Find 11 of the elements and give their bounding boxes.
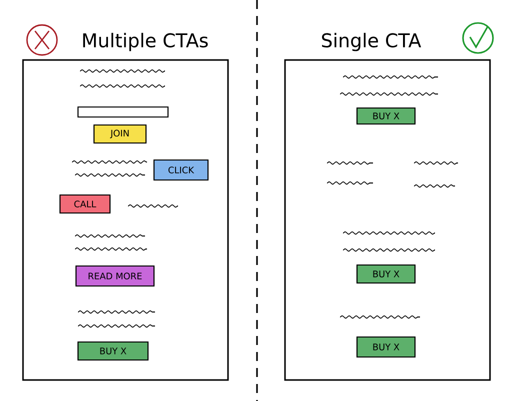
cta-button: BUY X <box>356 264 416 284</box>
panel-heading: Multiple CTAs <box>83 32 208 52</box>
cta-button: BUY X <box>356 336 416 358</box>
cta-button: CALL <box>59 194 111 214</box>
panel-heading: Single CTA <box>322 32 422 52</box>
cta-button: JOIN <box>93 124 147 144</box>
cta-button: READ MORE <box>75 265 155 287</box>
cta-button: BUY X <box>356 107 416 125</box>
cta-button: BUY X <box>77 341 149 361</box>
input-field <box>77 106 169 118</box>
cta-button: CLICK <box>153 159 209 181</box>
